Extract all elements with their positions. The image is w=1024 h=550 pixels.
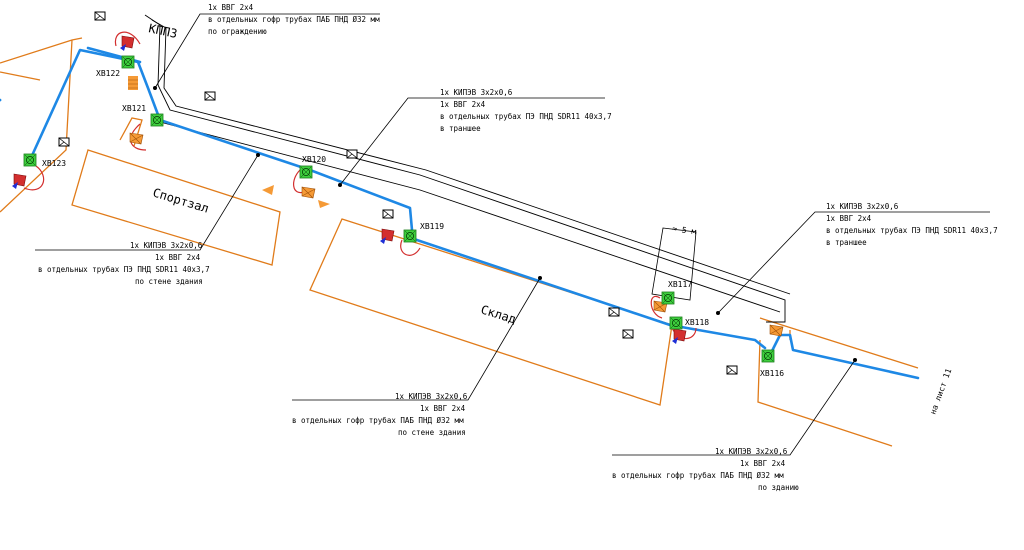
camera-icon-xb116 [769, 324, 784, 337]
svg-text:в отдельных гофр трубах ПАБ ПН: в отдельных гофр трубах ПАБ ПНД Ø32 мм [612, 471, 784, 480]
building-outline-sportzal-porch [119, 117, 143, 147]
svg-text:по стене здания: по стене здания [398, 428, 466, 437]
leader-note-6 [612, 359, 856, 456]
dimension-label: ≈ 5 м [672, 224, 697, 236]
leader-dot-1 [153, 86, 157, 90]
svg-text:по ограждению: по ограждению [208, 27, 267, 36]
svg-text:в отдельных гофр трубах ПАБ ПН: в отдельных гофр трубах ПАБ ПНД Ø32 мм [292, 416, 464, 425]
note-5: 1х КИПЭВ 3х2х0,6 1х ВВГ 2х4 в отдельных … [292, 392, 468, 437]
direction-arrows-icon [262, 185, 330, 208]
svg-text:в отдельных трубах ПЭ ПНД SDR1: в отдельных трубах ПЭ ПНД SDR11 40х3,7 [38, 265, 210, 274]
leader-note-4 [717, 211, 990, 314]
svg-text:1х КИПЭВ 3х2х0,6: 1х КИПЭВ 3х2х0,6 [715, 447, 788, 456]
socket-icon-6 [608, 307, 620, 317]
box-label-xb118: XB118 [685, 318, 709, 327]
building-outline-kpp [0, 37, 83, 213]
socket-icon-1 [94, 11, 106, 21]
box-label-xb122: XB122 [96, 69, 120, 78]
svg-text:1х КИПЭВ 3х2х0,6: 1х КИПЭВ 3х2х0,6 [130, 241, 203, 250]
junction-box-icon-xb120 [299, 165, 313, 179]
svg-text:в траншее: в траншее [440, 124, 481, 133]
svg-text:1х КИПЭВ 3х2х0,6: 1х КИПЭВ 3х2х0,6 [826, 202, 899, 211]
note-3: 1х КИПЭВ 3х2х0,6 1х ВВГ 2х4 в отдельных … [38, 241, 210, 286]
svg-text:в отдельных трубах ПЭ ПНД SDR1: в отдельных трубах ПЭ ПНД SDR11 40х3,7 [440, 112, 612, 121]
junction-box-icon-xb122 [121, 55, 135, 69]
socket-icon-3 [204, 91, 216, 101]
svg-text:1х КИПЭВ 3х2х0,6: 1х КИПЭВ 3х2х0,6 [395, 392, 468, 401]
label-sklad: Склад [479, 302, 518, 326]
camera-icon-xb121 [129, 132, 144, 145]
leader-note-5 [292, 277, 541, 401]
svg-text:в траншее: в траншее [826, 238, 867, 247]
junction-box-icon-xb123 [23, 153, 37, 167]
camera-cables [23, 31, 697, 340]
socket-icon-5 [382, 209, 394, 219]
junction-box-icon-xb116 [761, 349, 775, 363]
leader-dot-3 [256, 153, 260, 157]
socket-icon-2 [58, 137, 70, 147]
label-sportzal: Спортзал [151, 185, 210, 215]
building-outline-sportzal [71, 149, 281, 266]
box-label-xb116: XB116 [760, 369, 784, 378]
box-label-xb121: XB121 [122, 104, 146, 113]
leader-dot-4 [716, 311, 720, 315]
svg-text:1х КИПЭВ 3х2х0,6: 1х КИПЭВ 3х2х0,6 [440, 88, 513, 97]
svg-text:по зданию: по зданию [758, 483, 799, 492]
svg-text:1х ВВГ 2х4: 1х ВВГ 2х4 [440, 100, 486, 109]
dimension-box [651, 227, 697, 301]
svg-text:в отдельных гофр трубах ПАБ ПН: в отдельных гофр трубах ПАБ ПНД Ø32 мм [208, 15, 380, 24]
mount-icon-xb122-lines [128, 79, 138, 89]
leader-dot-5 [538, 276, 542, 280]
svg-text:1х ВВГ 2х4: 1х ВВГ 2х4 [740, 459, 786, 468]
note-1: 1х ВВГ 2х4 в отдельных гофр трубах ПАБ П… [208, 3, 380, 36]
socket-icon-7 [622, 329, 634, 339]
label-kpp: КПП3 [147, 21, 178, 41]
box-label-xb117: XB117 [668, 280, 692, 289]
svg-text:по стене здания: по стене здания [135, 277, 203, 286]
leader-note-1 [154, 13, 380, 89]
camera-icon-xb122 [119, 35, 135, 52]
svg-text:1х ВВГ 2х4: 1х ВВГ 2х4 [208, 3, 254, 12]
leader-note-2 [339, 97, 605, 186]
leader-dot-6 [853, 358, 857, 362]
junction-box-icon-xb119 [403, 229, 417, 243]
junction-box-icon-xb121 [150, 113, 164, 127]
socket-icon-4 [346, 149, 358, 159]
camera-icon-xb120 [301, 186, 316, 199]
svg-text:1х ВВГ 2х4: 1х ВВГ 2х4 [826, 214, 872, 223]
camera-icon-xb118 [671, 328, 687, 345]
svg-text:1х ВВГ 2х4: 1х ВВГ 2х4 [420, 404, 466, 413]
leader-note-3 [35, 154, 259, 251]
camera-icon-xb119 [379, 228, 395, 245]
label-sheet: на лист 11 [928, 367, 953, 416]
trench-line-lower [159, 121, 781, 313]
building-outline-right [757, 317, 919, 447]
leader-dot-2 [338, 183, 342, 187]
note-6: 1х КИПЭВ 3х2х0,6 1х ВВГ 2х4 в отдельных … [612, 447, 799, 492]
trench-line-outer [144, 14, 786, 323]
building-outline-left [0, 71, 41, 81]
junction-box-icon-xb118 [669, 316, 683, 330]
box-label-xb119: XB119 [420, 222, 444, 231]
trench-line-inner [151, 19, 791, 295]
socket-icon-8 [726, 365, 738, 375]
box-label-xb123: XB123 [42, 159, 66, 168]
mount-icon-xb122 [128, 76, 138, 90]
svg-text:1х ВВГ 2х4: 1х ВВГ 2х4 [155, 253, 201, 262]
note-4: 1х КИПЭВ 3х2х0,6 1х ВВГ 2х4 в отдельных … [826, 202, 998, 247]
junction-box-icon-xb117 [661, 291, 675, 305]
svg-text:в отдельных трубах ПЭ ПНД SDR1: в отдельных трубах ПЭ ПНД SDR11 40х3,7 [826, 226, 998, 235]
note-2: 1х КИПЭВ 3х2х0,6 1х ВВГ 2х4 в отдельных … [440, 88, 612, 133]
box-label-xb120: XB120 [302, 155, 326, 164]
camera-icon-xb123 [11, 173, 27, 190]
